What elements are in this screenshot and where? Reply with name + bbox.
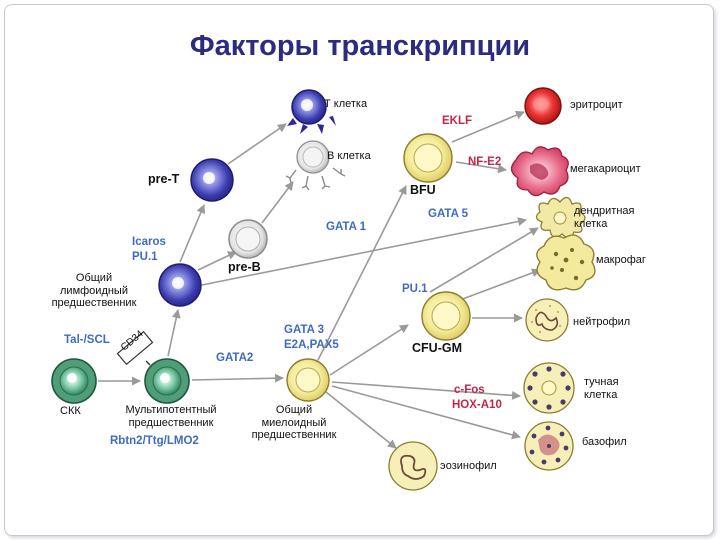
label-multipotent-line-1: Мультипотентный [125, 404, 217, 416]
label-skk: СКК [60, 405, 81, 417]
label-pre-t: pre-T [148, 172, 180, 186]
mast-cell-icon [523, 362, 575, 414]
factor-pu1-myeloid: PU.1 [402, 283, 428, 295]
label-bfu: BFU [410, 183, 436, 197]
myeloid-progenitor-icon [286, 358, 330, 402]
bfu-cell-icon [403, 133, 453, 183]
arrow-myeloid-cfugm [329, 324, 409, 376]
label-basophil: базофил [582, 436, 627, 448]
label-lymphoid-progenitor: Общий лимфоидный предшественник [42, 272, 146, 310]
arrow-cfugm-macrophage [459, 268, 541, 301]
cd34-receptor-icon [116, 330, 154, 366]
factor-e2a-pax5: E2A,PAX5 [284, 339, 339, 351]
page-title: Факторы транскрипции [189, 30, 531, 62]
arrow-cfugm-dendritic [429, 227, 539, 293]
factor-c-fos: c-Fos [454, 384, 485, 396]
neutrophil-icon [525, 298, 569, 342]
factor-pu1-lymphoid: PU.1 [132, 251, 158, 263]
label-mast-line-2: клетка [584, 388, 618, 401]
t-cell-icon [287, 89, 336, 134]
erythrocyte-icon [524, 87, 562, 125]
label-multipotent: Мультипотентный предшественник [108, 404, 234, 429]
skk-stem-cell-icon [51, 358, 97, 404]
label-myeloid-line-1: Общий [275, 404, 313, 416]
arrow-pret-tcell [227, 123, 287, 165]
arrow-preb-bcell [261, 181, 294, 224]
cfu-gm-cell-icon [421, 291, 471, 341]
basophil-icon [524, 421, 574, 471]
slide-frame [4, 4, 714, 536]
lymphoid-progenitor-icon [158, 263, 202, 307]
arrow-lymphoid-pret [179, 204, 206, 263]
arrow-bfu-megakaryocyte [455, 161, 507, 174]
arrow-myeloid-eosinophil [325, 391, 397, 449]
arrow-myeloid-basophil [331, 385, 521, 440]
label-cfu-gm: CFU-GM [412, 341, 462, 355]
label-eosinophil: эозинофил [440, 460, 497, 472]
factor-gata2: GATA2 [216, 352, 254, 364]
arrow-multipotent-lymphoid [167, 309, 181, 357]
arrow-lymphoid-dendritic [201, 217, 527, 286]
label-dendritic-line-1: дендритная [574, 205, 635, 217]
label-megakaryocyte: мегакариоцит [570, 163, 641, 175]
label-myeloid-line-3: предшественник [251, 429, 337, 442]
factor-tal-scl: Tal-/SCL [64, 334, 110, 346]
label-b-cell: В клетка [327, 150, 371, 162]
multipotent-progenitor-icon [144, 358, 190, 404]
pre-b-cell-icon [228, 219, 268, 259]
factor-hox-a10: HOX-A10 [452, 399, 502, 411]
label-lymphoid-line-2: лимфоидный [60, 284, 128, 297]
macrophage-icon [536, 234, 596, 291]
factor-gata1: GATA 1 [326, 221, 367, 233]
b-cell-icon [285, 140, 346, 191]
label-lymphoid-line-3: предшественник [51, 297, 137, 310]
dendritic-cell-icon [535, 196, 586, 239]
arrow-lymphoid-preb [197, 251, 237, 271]
label-mast-line-1: тучная [584, 376, 619, 388]
factor-gata5: GATA 5 [428, 208, 469, 220]
factor-gata3: GATA 3 [284, 324, 325, 336]
label-myeloid-line-2: миелоидный [261, 416, 327, 429]
arrow-myeloid-bfu [317, 185, 407, 361]
label-multipotent-line-2: предшественник [128, 416, 214, 429]
arrow-bfu-erythrocyte [451, 110, 525, 143]
label-myeloid-progenitor: Общий миелоидный предшественник [236, 404, 352, 442]
label-lymphoid-line-1: Общий [75, 272, 113, 284]
arrow-multipotent-myeloid [191, 373, 284, 383]
label-neutrophil: нейтрофил [573, 316, 631, 328]
factor-rbtn2: Rbtn2/Ttg/LMO2 [110, 435, 199, 447]
label-erythrocyte: эритроцит [570, 99, 623, 111]
label-dendritic-line-2: клетка [574, 217, 608, 230]
label-mast-cell: тучная клетка [584, 376, 619, 401]
label-macrophage: макрофаг [596, 254, 646, 266]
label-t-cell: Т клетка [324, 98, 368, 110]
arrow-myeloid-mast [331, 381, 521, 400]
label-pre-b: pre-B [228, 260, 261, 274]
arrows [98, 110, 541, 449]
factor-icaros: Icaros [132, 236, 166, 248]
megakaryocyte-icon [510, 146, 569, 197]
label-dendritic: дендритная клетка [574, 205, 634, 230]
eosinophil-icon [388, 441, 438, 491]
factor-nf-e2: NF-E2 [468, 156, 502, 168]
factor-eklf: EKLF [442, 115, 473, 127]
pre-t-cell-icon [190, 158, 234, 202]
